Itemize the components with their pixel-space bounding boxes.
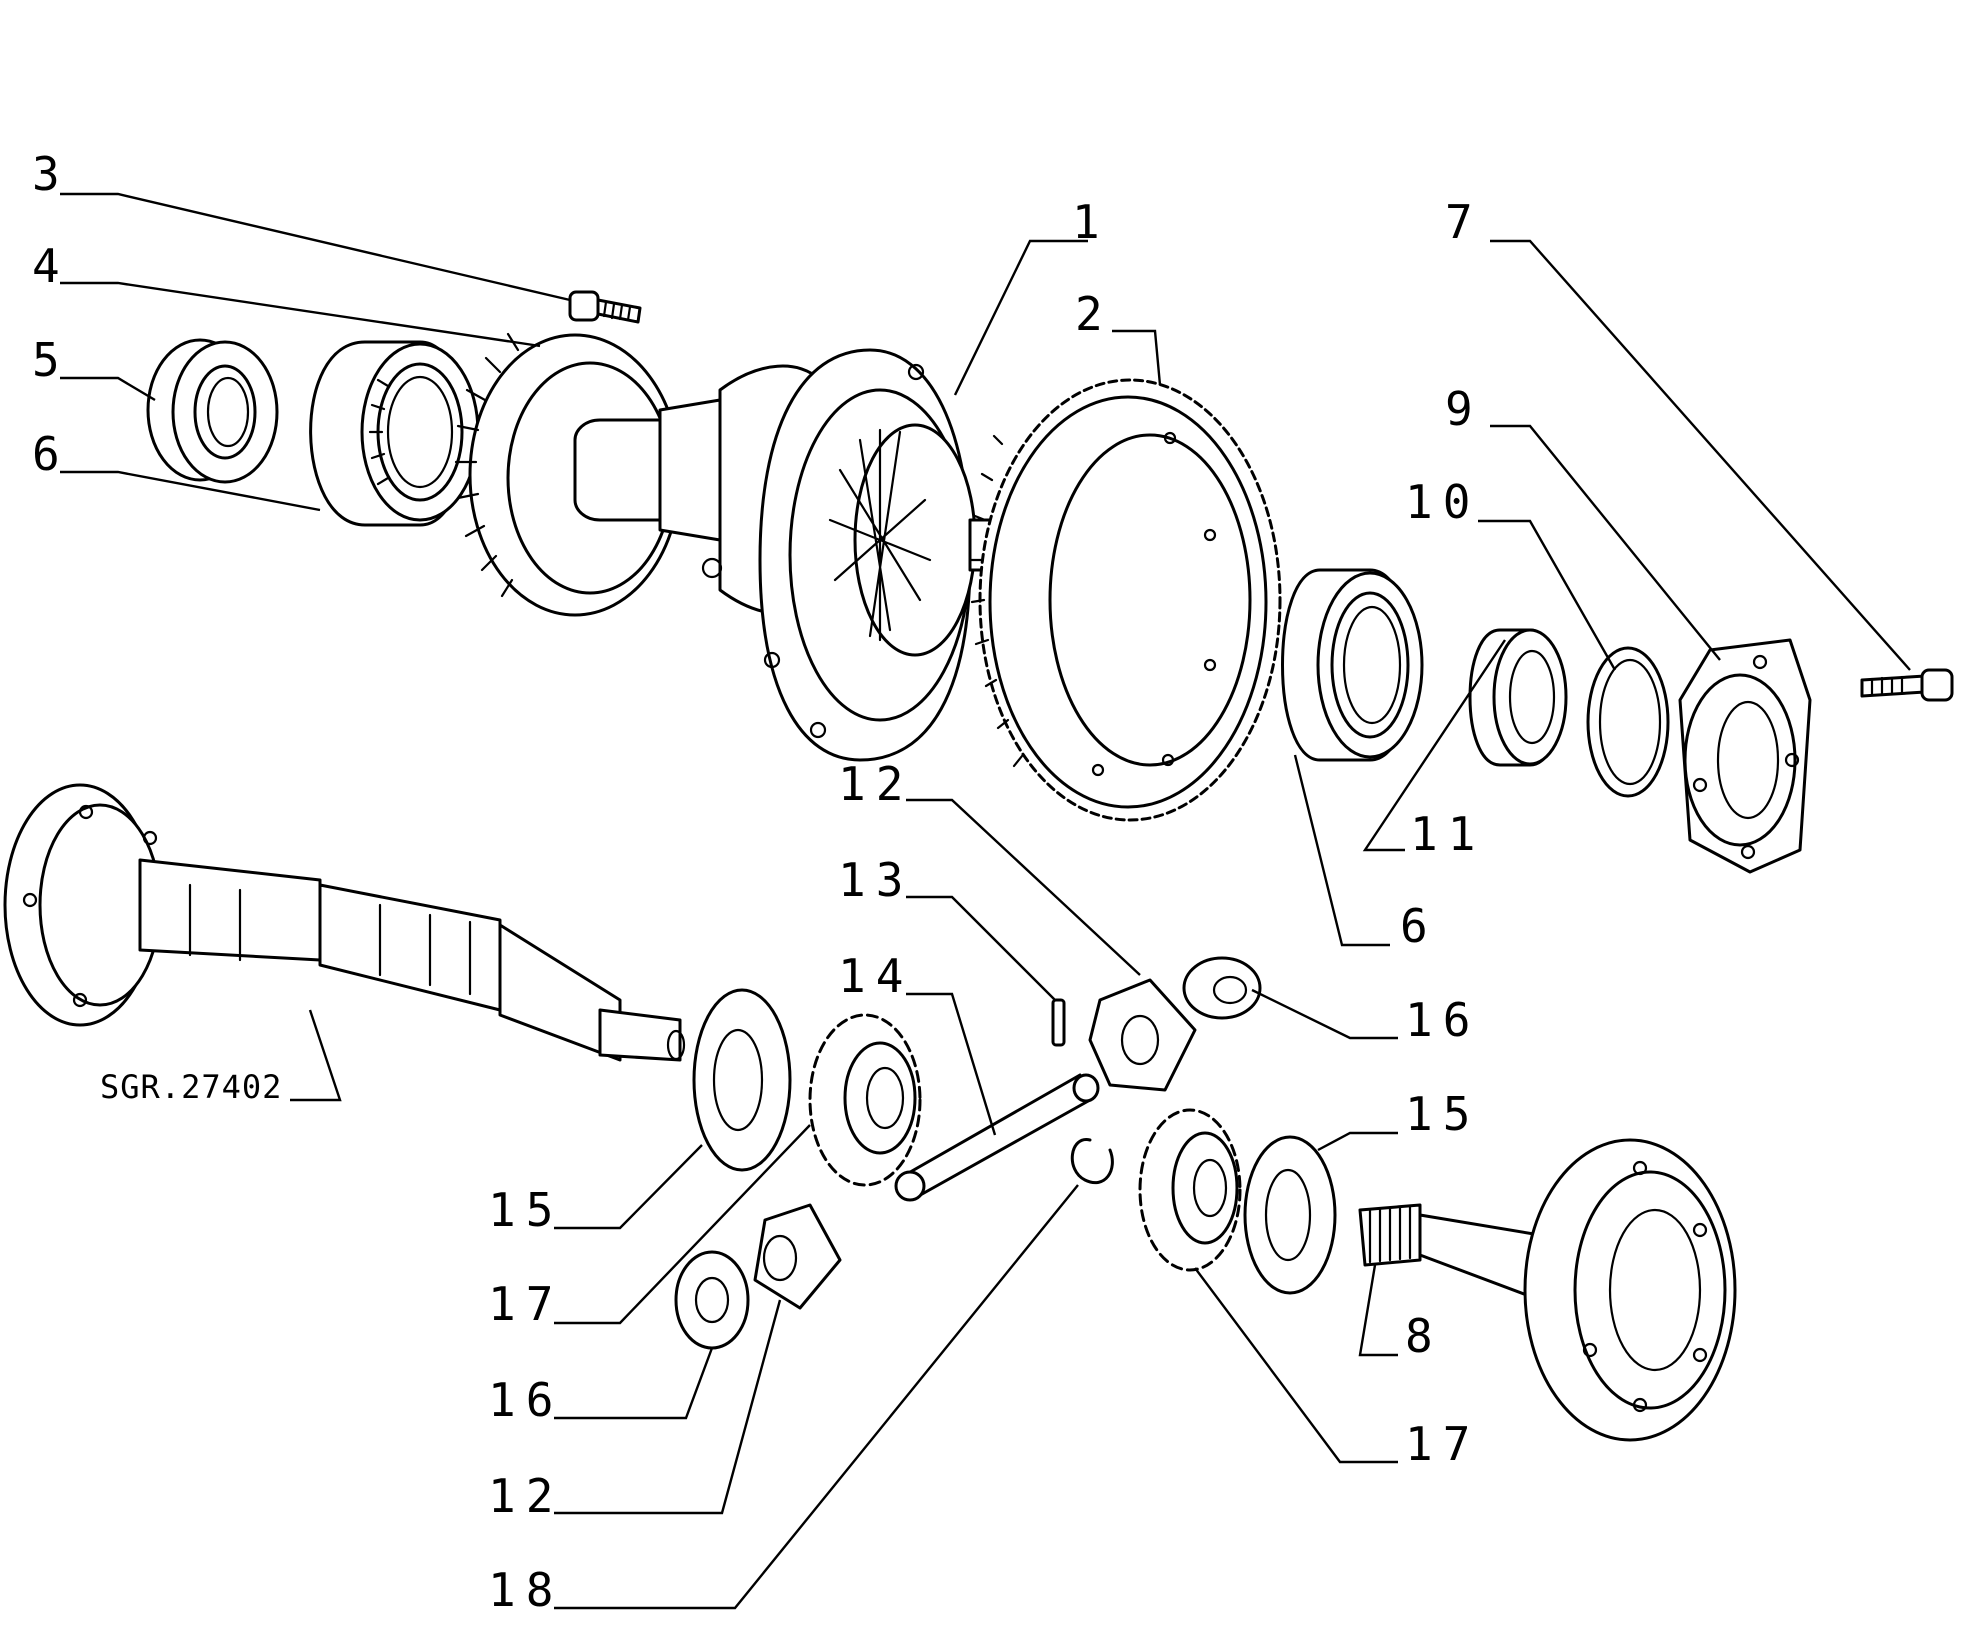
callout-11: 11 bbox=[1410, 807, 1485, 861]
part-18-circlip bbox=[1070, 1138, 1114, 1185]
part-8-right-drive-shaft bbox=[1358, 1138, 1737, 1442]
part-15-washer-right bbox=[1243, 1135, 1337, 1295]
callout-7: 7 bbox=[1445, 195, 1483, 249]
callout-labels: 1 2 3 4 5 6 6 7 8 9 10 11 12 12 13 14 15… bbox=[32, 147, 1485, 1617]
callout-2: 2 bbox=[1075, 287, 1113, 341]
leader-6a bbox=[60, 470, 321, 512]
part-16-washer-lower bbox=[674, 1250, 750, 1350]
callout-12a: 12 bbox=[838, 757, 913, 811]
leader-15a bbox=[554, 1144, 703, 1230]
part-1-differential-housing bbox=[573, 348, 1012, 762]
part-9-flange-cover bbox=[1678, 638, 1812, 874]
leader-17b bbox=[1194, 1267, 1398, 1464]
callout-12b: 12 bbox=[488, 1469, 563, 1523]
callout-16a: 16 bbox=[1405, 993, 1480, 1047]
leader-12b bbox=[554, 1299, 782, 1515]
leader-2 bbox=[1112, 329, 1162, 386]
callout-15a: 15 bbox=[488, 1183, 563, 1237]
callout-17a: 17 bbox=[488, 1277, 563, 1331]
callout-1: 1 bbox=[1072, 195, 1110, 249]
leader-6b bbox=[1293, 754, 1390, 947]
part-17-side-gear-left bbox=[808, 1013, 922, 1187]
part-5-seal bbox=[146, 338, 279, 484]
part-13-pin bbox=[1051, 998, 1066, 1047]
leader-ref bbox=[290, 1009, 342, 1102]
leader-1 bbox=[953, 239, 1088, 396]
part-11-seal-right bbox=[1468, 628, 1568, 767]
callout-6a: 6 bbox=[32, 427, 70, 481]
callout-13: 13 bbox=[838, 853, 913, 907]
leader-lines bbox=[60, 192, 1911, 1610]
leader-9 bbox=[1490, 424, 1721, 661]
leader-12a bbox=[906, 798, 1141, 976]
leader-16b bbox=[554, 1347, 714, 1420]
leader-3 bbox=[60, 192, 571, 302]
leader-18 bbox=[554, 1184, 1079, 1610]
leader-4 bbox=[60, 281, 541, 348]
callout-16b: 16 bbox=[488, 1373, 563, 1427]
callout-8: 8 bbox=[1405, 1309, 1443, 1363]
part-14-pinion-shaft bbox=[894, 1073, 1100, 1202]
part-6-bearing-left bbox=[309, 340, 480, 527]
leader-8 bbox=[1358, 1264, 1398, 1357]
part-16-washer-upper bbox=[1182, 956, 1262, 1020]
leader-17a bbox=[554, 1124, 811, 1325]
callout-15b: 15 bbox=[1405, 1087, 1480, 1141]
part-12-pinion-upper bbox=[1088, 978, 1197, 1092]
part-10-o-ring bbox=[1586, 646, 1670, 798]
leader-11 bbox=[1362, 639, 1506, 852]
callout-18: 18 bbox=[488, 1563, 563, 1617]
callout-4: 4 bbox=[32, 239, 70, 293]
callout-3: 3 bbox=[32, 147, 70, 201]
part-15-washer-left bbox=[692, 988, 792, 1172]
leader-10 bbox=[1478, 519, 1617, 671]
leader-5 bbox=[60, 376, 156, 402]
callout-6b: 6 bbox=[1400, 899, 1438, 953]
callout-5: 5 bbox=[32, 333, 70, 387]
leader-16a bbox=[1251, 988, 1398, 1040]
part-12-pinion-lower bbox=[753, 1203, 842, 1310]
callout-14: 14 bbox=[838, 949, 913, 1003]
leader-7 bbox=[1490, 239, 1911, 671]
part-17-side-gear-right bbox=[1138, 1108, 1242, 1272]
part-7-bolt bbox=[1860, 668, 1954, 702]
part-3-screw bbox=[568, 290, 642, 324]
part-2-ring-gear bbox=[968, 378, 1282, 822]
left-drive-shaft bbox=[3, 783, 686, 1062]
leader-15b bbox=[1317, 1131, 1398, 1152]
callout-10: 10 bbox=[1405, 475, 1480, 529]
callout-9: 9 bbox=[1445, 382, 1483, 436]
part-6-bearing-right bbox=[1281, 568, 1424, 762]
callout-17b: 17 bbox=[1405, 1417, 1480, 1471]
leader-13 bbox=[906, 895, 1056, 1001]
reference-code: SGR.27402 bbox=[100, 1068, 282, 1106]
leader-14 bbox=[906, 992, 997, 1136]
